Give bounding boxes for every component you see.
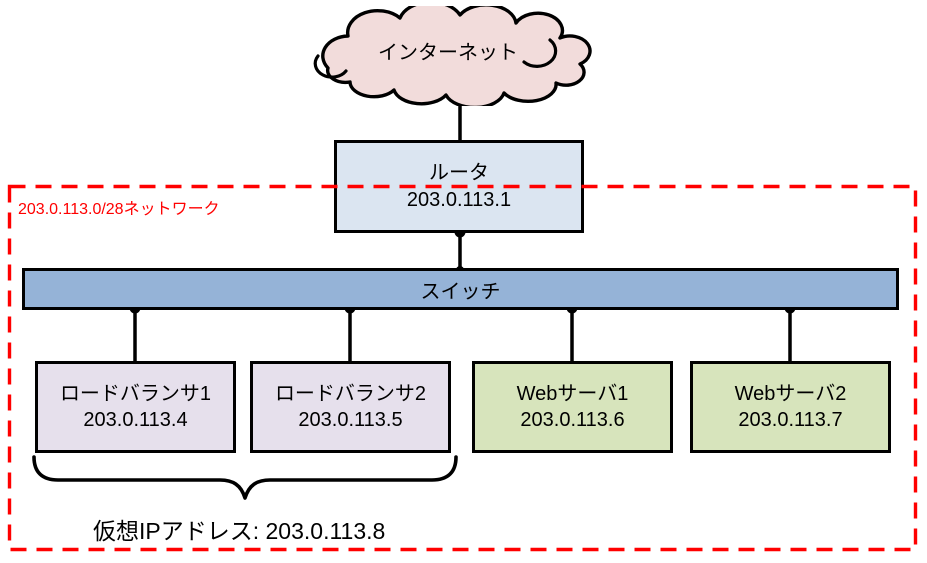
router-name: ルータ — [429, 162, 489, 185]
device-name: ロードバランサ1 — [59, 382, 212, 405]
web-server-1-node: Webサーバ1 203.0.113.6 — [472, 361, 673, 453]
device-ip: 203.0.113.4 — [83, 409, 188, 431]
internet-label: インターネット — [378, 42, 518, 64]
virtual-ip-brace — [32, 455, 458, 500]
device-name: Webサーバ1 — [516, 382, 629, 405]
router-ip: 203.0.113.1 — [406, 188, 512, 211]
web-server-2-node: Webサーバ2 203.0.113.7 — [690, 361, 891, 453]
device-name: ロードバランサ2 — [274, 382, 427, 405]
virtual-ip-label: 仮想IPアドレス: 203.0.113.8 — [93, 518, 386, 544]
device-ip: 203.0.113.7 — [738, 409, 843, 431]
brace-shape — [32, 455, 458, 500]
load-balancer-1-node: ロードバランサ1 203.0.113.4 — [35, 361, 236, 453]
cloud-curl-right — [522, 38, 558, 68]
device-name: Webサーバ2 — [734, 382, 847, 405]
network-boundary-label: 203.0.113.0/28ネットワーク — [18, 201, 220, 218]
cloud-curl-left — [313, 54, 348, 79]
switch-node: スイッチ — [22, 268, 899, 310]
switch-label: スイッチ — [420, 280, 501, 303]
device-ip: 203.0.113.6 — [520, 409, 625, 431]
internet-cloud-icon — [313, 6, 592, 106]
load-balancer-2-node: ロードバランサ2 203.0.113.5 — [250, 361, 451, 453]
device-ip: 203.0.113.5 — [298, 409, 403, 431]
router-node: ルータ 203.0.113.1 — [334, 140, 584, 233]
cloud-shape — [321, 6, 592, 106]
